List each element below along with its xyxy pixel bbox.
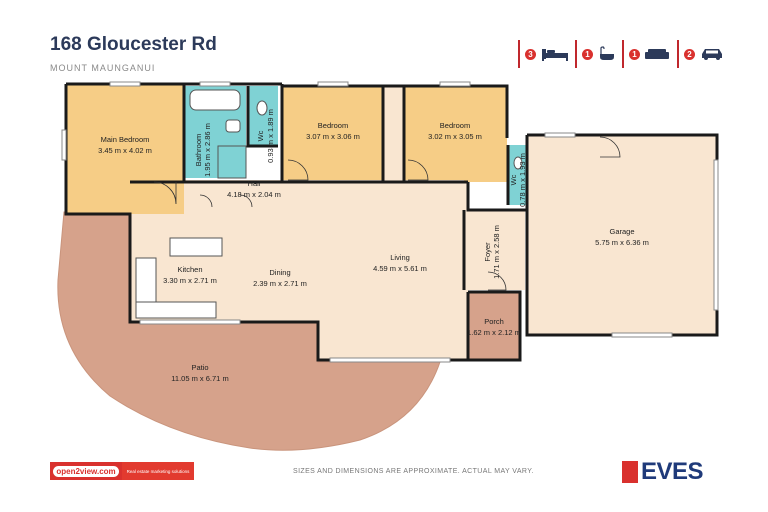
garage-name: Garage [609, 227, 634, 236]
corridor-area [383, 86, 404, 182]
garage-size: 5.75 m x 6.36 m [595, 238, 649, 247]
hall-area [184, 180, 464, 210]
living-count: 1 [629, 48, 640, 60]
agency-mark-icon [622, 461, 638, 483]
bath-fixtures [189, 89, 523, 179]
agency-name: EVES [641, 458, 704, 485]
disclaimer: SIZES AND DIMENSIONS ARE APPROXIMATE. AC… [293, 468, 534, 475]
windows [61, 81, 719, 363]
bedroom3-name: Bedroom [440, 121, 470, 130]
feature-garage: 2 [677, 40, 724, 68]
bedroom3-size: 3.02 m x 3.05 m [428, 132, 482, 141]
dining-name: Dining [269, 268, 290, 277]
hall-name: Hall [248, 179, 261, 188]
walls [64, 82, 719, 362]
living-name: Living [390, 253, 410, 262]
main-bedroom-name: Main Bedroom [101, 135, 150, 144]
car-count: 2 [684, 48, 695, 60]
patio-area [57, 211, 441, 451]
doors [153, 136, 621, 291]
porch-area [468, 292, 520, 360]
foyer-name: Foyer [483, 242, 492, 262]
sofa-icon [645, 49, 669, 59]
car-icon [702, 49, 722, 60]
wc1-name: Wc [256, 130, 265, 141]
garage-area [527, 135, 717, 335]
main-bedroom-area [66, 84, 184, 214]
patio-name: Patio [191, 363, 208, 372]
bedroom2-name: Bedroom [318, 121, 348, 130]
dining-size: 2.39 m x 2.71 m [253, 279, 307, 288]
wc1-area [248, 86, 278, 146]
kitchen-name: Kitchen [177, 265, 202, 274]
open2view-logo: open2view.com Real estate marketing solu… [50, 462, 194, 480]
main-floor [130, 182, 525, 360]
wc2-size: 0.78 m x 1.93 m [518, 153, 527, 207]
feature-bathrooms: 1 [575, 40, 616, 68]
hall-size: 4.18 m x 2.04 m [227, 190, 281, 199]
living-size: 4.59 m x 5.61 m [373, 264, 427, 273]
wc1-size: 0.93 m x 1.89 m [266, 109, 275, 163]
porch-name: Porch [484, 317, 504, 326]
bathroom-size: 1.95 m x 2.86 m [203, 123, 212, 177]
bathroom-name: Bathroom [194, 134, 203, 167]
property-address: 168 Gloucester Rd [50, 34, 217, 55]
bathroom-count: 1 [582, 48, 593, 60]
main-bedroom-size: 3.45 m x 4.02 m [98, 146, 152, 155]
bedroom2-size: 3.07 m x 3.06 m [306, 132, 360, 141]
kitchen-size: 3.30 m x 2.71 m [163, 276, 217, 285]
kitchen-counter [135, 237, 223, 319]
wc2-area [508, 145, 528, 205]
wc2-name: Wc [509, 174, 518, 185]
bedroom-count: 3 [525, 48, 536, 60]
patio-size: 11.05 m x 6.71 m [171, 374, 228, 383]
porch-size: 1.62 m x 2.12 m [467, 328, 521, 337]
property-suburb: MOUNT MAUNGANUI [50, 63, 156, 73]
open2view-logo-text: open2view.com [53, 465, 119, 477]
feature-bedrooms: 3 [518, 40, 569, 68]
bath-icon [600, 46, 614, 60]
bed-icon [542, 49, 568, 61]
foyer-size: 1.71 m x 2.58 m [492, 225, 501, 279]
agency-logo: EVES [622, 458, 704, 486]
bedroom2-area [282, 86, 383, 182]
open2view-tagline: Real estate marketing solutions [122, 462, 194, 480]
feature-living: 1 [622, 40, 669, 68]
bedroom3-area [404, 86, 507, 182]
